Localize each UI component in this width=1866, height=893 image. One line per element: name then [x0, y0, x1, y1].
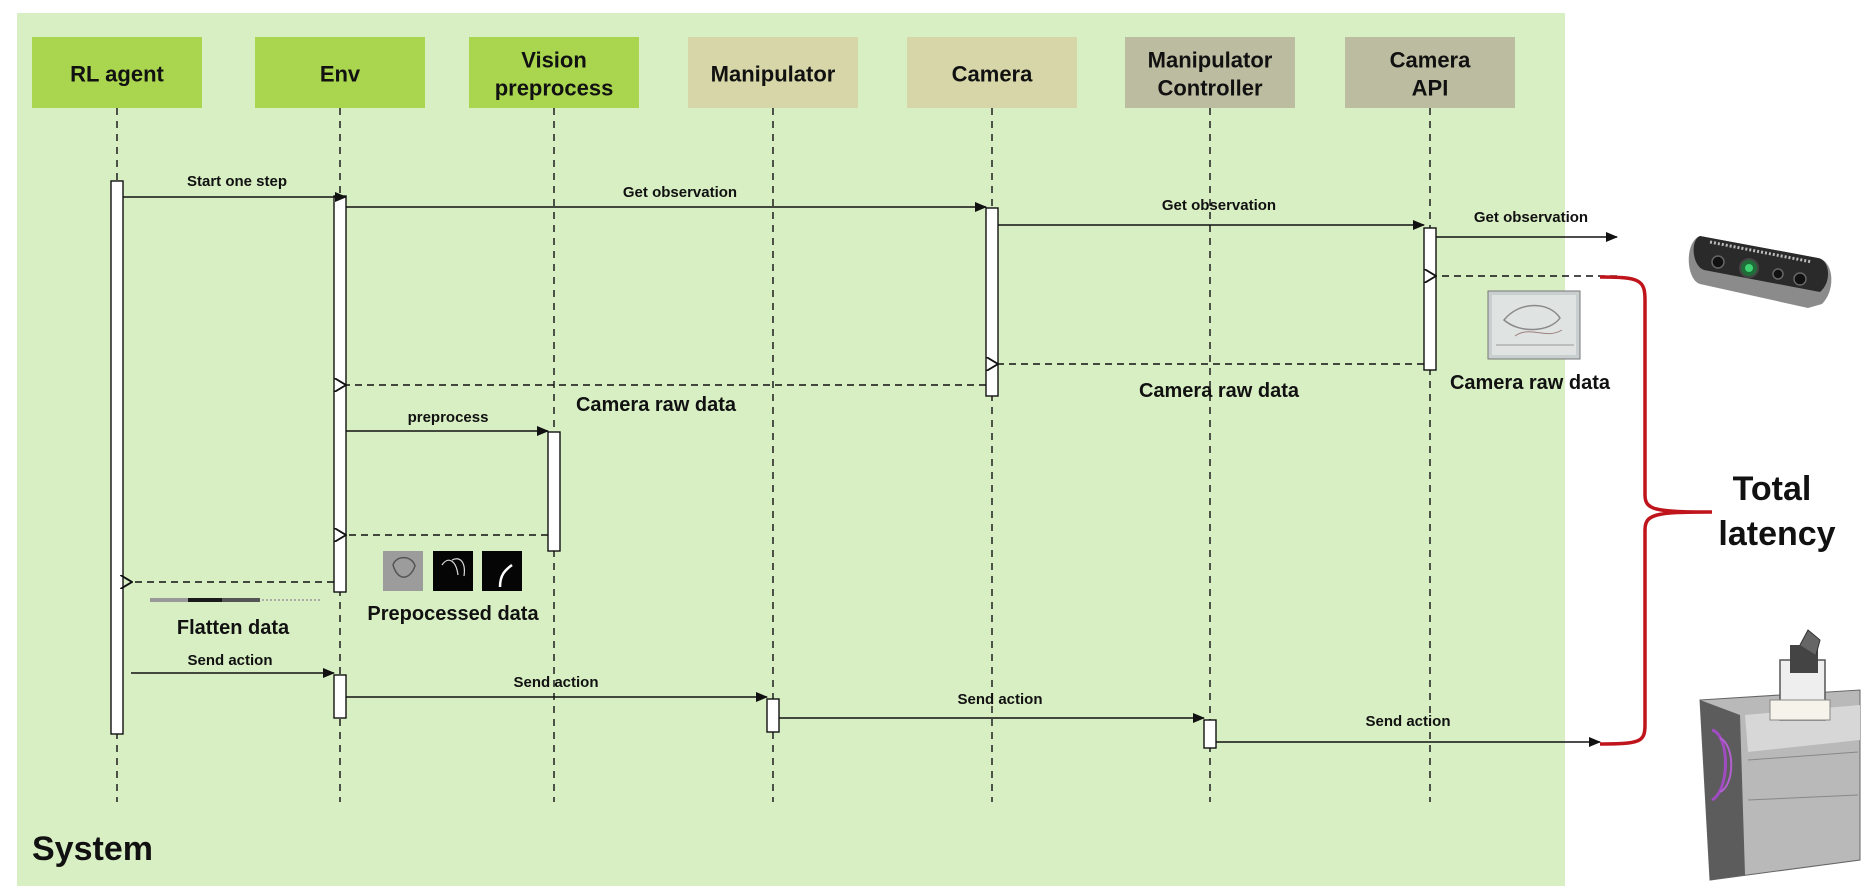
preprocessed-thumbnails: [383, 551, 522, 591]
participant-label: API: [1412, 76, 1449, 101]
participant-box: [1345, 37, 1515, 108]
participant-label: Manipulator: [711, 62, 836, 87]
activation-rl: [110, 180, 124, 735]
message-12: Send action: [779, 691, 1205, 723]
message-label: Get observation: [1474, 209, 1588, 226]
message-label: Camera raw data: [576, 394, 737, 416]
message-4: Camera raw data: [1436, 276, 1617, 394]
message-label: Send action: [1365, 713, 1450, 730]
system-boundary: [17, 13, 1565, 886]
participant-box: [907, 37, 1077, 108]
message-3: Get observation: [1436, 209, 1618, 242]
message-label: Flatten data: [177, 617, 290, 639]
participant-label: preprocess: [495, 76, 614, 101]
message-2: Get observation: [998, 197, 1425, 230]
participant-label: Camera: [1390, 48, 1471, 73]
activation-vision: [547, 431, 561, 552]
message-0: Start one step: [123, 173, 347, 202]
message-label: Start one step: [187, 173, 287, 190]
participant-box: [469, 37, 639, 108]
activation-env: [333, 195, 347, 593]
message-5: Camera raw data: [998, 364, 1424, 402]
message-label: preprocess: [408, 409, 489, 426]
message-13: Send action: [1216, 713, 1601, 747]
total-latency-label-line1: Total: [1733, 470, 1812, 508]
activation-camera: [985, 207, 999, 397]
message-label: Get observation: [1162, 197, 1276, 214]
participant-env: Env: [255, 37, 425, 108]
participant-rl: RL agent: [32, 37, 202, 108]
message-label: Prepocessed data: [367, 603, 539, 625]
participant-box: [255, 37, 425, 108]
message-8: Prepocessed data: [346, 535, 548, 625]
activation-env: [333, 674, 347, 719]
system-label: System: [32, 830, 153, 868]
message-1: Get observation: [346, 184, 987, 212]
participant-camera: Camera: [907, 37, 1077, 108]
manipulator-robot-image: [1699, 629, 1861, 881]
participant-box: [688, 37, 858, 108]
message-label: Camera raw data: [1139, 380, 1300, 402]
message-label: Send action: [187, 652, 272, 669]
message-label: Camera raw data: [1450, 372, 1611, 394]
participant-vision: Vision preprocess: [469, 37, 639, 108]
participant-label: RL agent: [70, 62, 164, 87]
participant-label: Vision: [521, 48, 587, 73]
flatten-data-strip: [150, 598, 322, 602]
activation-manip: [766, 698, 780, 733]
participant-label: Controller: [1157, 76, 1263, 101]
participant-label: Manipulator: [1148, 48, 1273, 73]
message-7: preprocess: [346, 409, 549, 436]
participant-manip: Manipulator: [688, 37, 858, 108]
message-6: Camera raw data: [346, 385, 986, 416]
total-latency-label-line2: latency: [1718, 515, 1835, 553]
message-label: Send action: [513, 674, 598, 691]
message-9: Flatten data: [132, 582, 334, 639]
activation-mctrl: [1203, 719, 1217, 749]
participant-label: Env: [320, 62, 361, 87]
message-10: Send action: [131, 652, 335, 678]
activation-capi: [1423, 227, 1437, 371]
message-11: Send action: [346, 674, 768, 702]
participant-label: Camera: [952, 62, 1033, 87]
camera-device-image: [1688, 236, 1832, 308]
participant-box: [32, 37, 202, 108]
latency-brace: [1599, 275, 1713, 746]
camera-frame-image: [1487, 290, 1581, 360]
message-label: Send action: [957, 691, 1042, 708]
message-label: Get observation: [623, 184, 737, 201]
participant-box: [1125, 37, 1295, 108]
